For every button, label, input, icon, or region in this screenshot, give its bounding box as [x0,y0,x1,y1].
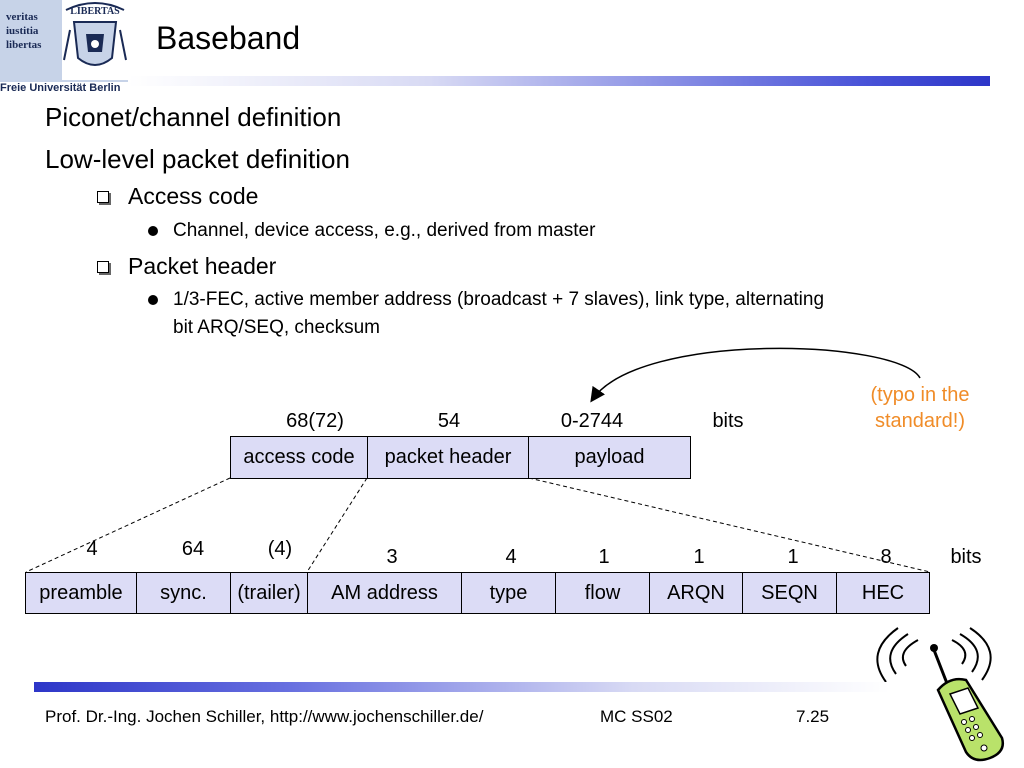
footer-bar [34,682,890,692]
logo-motto-line: libertas [6,39,42,51]
field-type: type [461,572,556,614]
field-am-address: AM address [307,572,462,614]
bullet-packet-header: Packet header [128,253,277,279]
bullet-access-code-detail: Channel, device access, e.g., derived fr… [173,220,596,241]
university-name: Freie Universität Berlin [0,82,121,94]
field-payload: payload [528,436,691,479]
field-flow: flow [555,572,650,614]
zoom-line-middle [306,477,368,573]
footer-course: MC SS02 [600,707,673,726]
bits-payload: 0-2744 [560,410,624,432]
bits-preamble: 4 [86,538,98,560]
bits-unit-label: bits [950,546,982,568]
bits-type: 4 [505,546,517,568]
typo-annotation: (typo in the standard!) [850,382,990,434]
bits-hec: 8 [880,546,892,568]
field-preamble: preamble [25,572,137,614]
typo-arrow [590,347,921,403]
title-underline-bar [128,76,990,86]
logo-motto: veritas iustitia libertas [6,10,66,52]
seal-text: LIBERTAS [70,6,120,17]
round-bullet-icon [148,295,158,305]
typo-annotation-line: (typo in the [870,384,970,406]
bullet-packet-header-detail-line2: bit ARQ/SEQ, checksum [173,317,380,338]
seal-icon: LIBERTAS [62,0,128,80]
square-bullet-icon [97,191,109,203]
bits-seqn: 1 [787,546,799,568]
bits-am-address: 3 [386,546,398,568]
zoom-line-left [25,477,231,573]
slide-title: Baseband [156,20,301,56]
bullet-packet-header-detail-line1: 1/3-FEC, active member address (broadcas… [173,289,825,310]
field-arqn: ARQN [649,572,743,614]
bullet-access-code: Access code [128,183,259,209]
round-bullet-icon [148,226,158,236]
bits-flow: 1 [598,546,610,568]
bullet-piconet: Piconet/channel definition [45,102,342,132]
bits-packet-header: 54 [437,410,461,432]
square-bullet-icon [97,261,109,273]
bits-trailer: (4) [267,538,293,560]
typo-annotation-line: standard!) [874,410,966,432]
bits-unit-label: bits [712,410,744,432]
logo-motto-line: veritas [6,11,38,23]
logo-motto-line: iustitia [6,25,39,37]
bullet-low-level: Low-level packet definition [45,144,350,174]
bits-sync: 64 [181,538,205,560]
field-trailer: (trailer) [230,572,308,614]
bits-access-code: 68(72) [286,410,344,432]
footer-page-number: 7.25 [796,707,830,726]
field-sync: sync. [136,572,231,614]
bits-arqn: 1 [693,546,705,568]
field-access-code: access code [230,436,368,479]
field-packet-header: packet header [367,436,529,479]
footer-author: Prof. Dr.-Ing. Jochen Schiller, http://w… [45,707,484,726]
field-hec: HEC [836,572,930,614]
zoom-line-right [528,477,931,573]
